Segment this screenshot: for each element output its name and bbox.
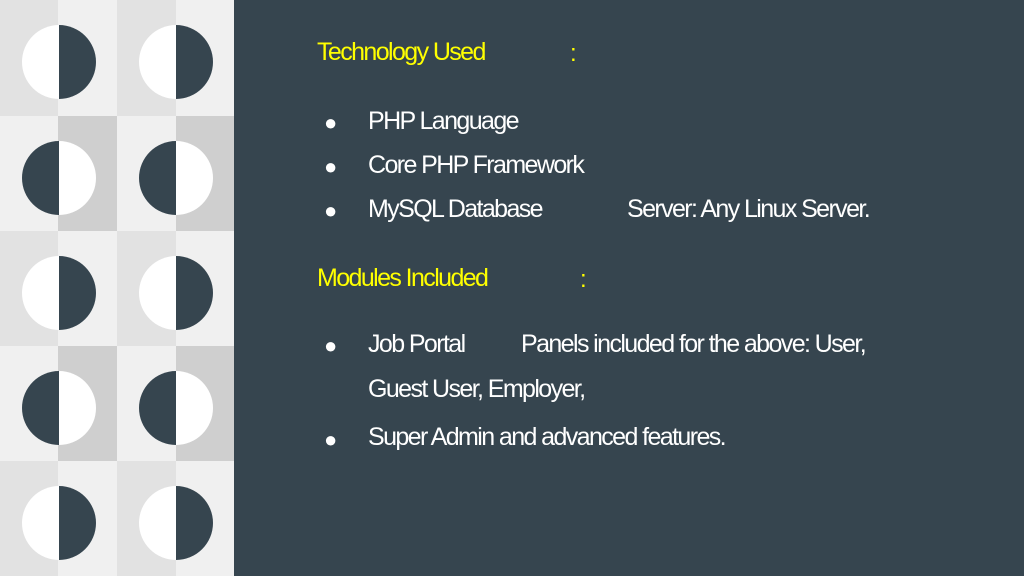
bullet-icon: ●: [324, 198, 338, 223]
technology-heading: Technology Used: [317, 38, 486, 66]
half-circle-icon: [139, 371, 213, 445]
decorative-pattern-panel: [0, 0, 234, 576]
tech-item-core-php-framework: Core PHP Framework: [368, 151, 585, 179]
bullet-icon: ●: [324, 333, 338, 358]
technology-colon: :: [570, 40, 577, 67]
bullet-icon: ●: [324, 427, 338, 452]
half-circle-icon: [22, 141, 96, 215]
half-circle-icon: [22, 25, 96, 99]
module-item-super-admin: Super Admin and advanced features.: [368, 423, 727, 451]
panels-included-text: Panels included for the above: User,: [521, 330, 867, 358]
half-circle-icon: [139, 256, 213, 330]
half-circle-icon: [139, 25, 213, 99]
bullet-icon: ●: [324, 110, 338, 135]
module-item-job-portal: Job Portal: [368, 330, 466, 358]
tech-item-php-language: PHP Language: [368, 107, 520, 135]
half-circle-icon: [139, 486, 213, 560]
modules-colon: :: [580, 266, 587, 293]
modules-heading: Modules Included: [317, 264, 489, 292]
half-circle-icon: [139, 141, 213, 215]
server-text: Server: Any Linux Server.: [627, 195, 871, 223]
half-circle-icon: [22, 486, 96, 560]
panels-included-continued: Guest User, Employer,: [368, 375, 586, 403]
bullet-icon: ●: [324, 154, 338, 179]
half-circle-icon: [22, 371, 96, 445]
half-circle-icon: [22, 256, 96, 330]
tech-item-mysql-database: MySQL Database: [368, 195, 544, 223]
